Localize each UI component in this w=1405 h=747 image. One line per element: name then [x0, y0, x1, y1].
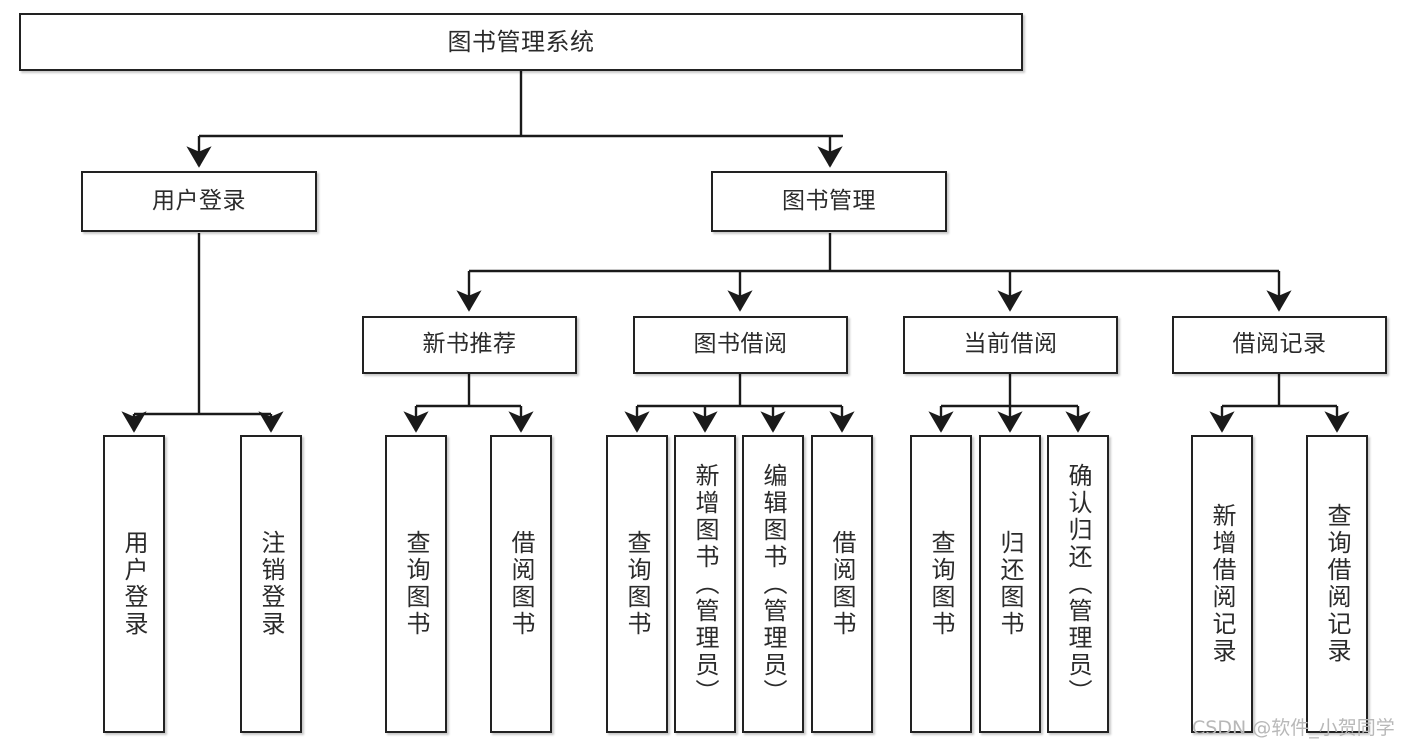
node-leaf-user-login[interactable]: 用户登录	[103, 435, 165, 733]
node-root[interactable]: 图书管理系统	[19, 13, 1023, 71]
node-leaf-confirm-return-label: 确认归还（管理员）	[1064, 462, 1092, 706]
node-leaf-return-book-label: 归还图书	[996, 530, 1024, 638]
node-borrow-record[interactable]: 借阅记录	[1172, 316, 1387, 374]
node-leaf-borrow-book-2[interactable]: 借阅图书	[811, 435, 873, 733]
node-leaf-query-book-2-label: 查询图书	[623, 530, 651, 638]
node-leaf-query-book-2[interactable]: 查询图书	[606, 435, 668, 733]
node-leaf-query-record[interactable]: 查询借阅记录	[1306, 435, 1368, 733]
node-leaf-user-login-label: 用户登录	[120, 530, 148, 638]
node-leaf-query-record-label: 查询借阅记录	[1323, 503, 1351, 665]
node-user-login-label: 用户登录	[152, 187, 246, 214]
node-leaf-query-book-1[interactable]: 查询图书	[385, 435, 447, 733]
node-leaf-borrow-book-1-label: 借阅图书	[507, 530, 535, 638]
node-leaf-return-book[interactable]: 归还图书	[979, 435, 1041, 733]
node-leaf-edit-book[interactable]: 编辑图书（管理员）	[742, 435, 804, 733]
node-leaf-add-record[interactable]: 新增借阅记录	[1191, 435, 1253, 733]
node-book-manage-label: 图书管理	[782, 187, 876, 214]
node-leaf-query-book-1-label: 查询图书	[402, 530, 430, 638]
node-leaf-query-book-3-label: 查询图书	[927, 530, 955, 638]
node-leaf-add-record-label: 新增借阅记录	[1208, 503, 1236, 665]
node-new-book-recommend[interactable]: 新书推荐	[362, 316, 577, 374]
node-book-manage[interactable]: 图书管理	[711, 171, 947, 232]
node-current-borrow[interactable]: 当前借阅	[903, 316, 1118, 374]
node-root-label: 图书管理系统	[447, 27, 595, 56]
node-user-login[interactable]: 用户登录	[81, 171, 317, 232]
node-book-borrow[interactable]: 图书借阅	[633, 316, 848, 374]
node-leaf-borrow-book-1[interactable]: 借阅图书	[490, 435, 552, 733]
node-current-borrow-label: 当前借阅	[963, 331, 1058, 358]
node-leaf-add-book[interactable]: 新增图书（管理员）	[674, 435, 736, 733]
node-leaf-edit-book-label: 编辑图书（管理员）	[759, 462, 787, 706]
node-leaf-add-book-label: 新增图书（管理员）	[691, 462, 719, 706]
watermark-text: CSDN @软件_小贺同学	[1192, 717, 1395, 739]
node-leaf-confirm-return[interactable]: 确认归还（管理员）	[1047, 435, 1109, 733]
node-leaf-logout[interactable]: 注销登录	[240, 435, 302, 733]
node-borrow-record-label: 借阅记录	[1232, 331, 1327, 358]
node-leaf-query-book-3[interactable]: 查询图书	[910, 435, 972, 733]
node-leaf-logout-label: 注销登录	[257, 530, 285, 638]
node-book-borrow-label: 图书借阅	[693, 331, 788, 358]
node-leaf-borrow-book-2-label: 借阅图书	[828, 530, 856, 638]
node-new-book-recommend-label: 新书推荐	[422, 331, 517, 358]
